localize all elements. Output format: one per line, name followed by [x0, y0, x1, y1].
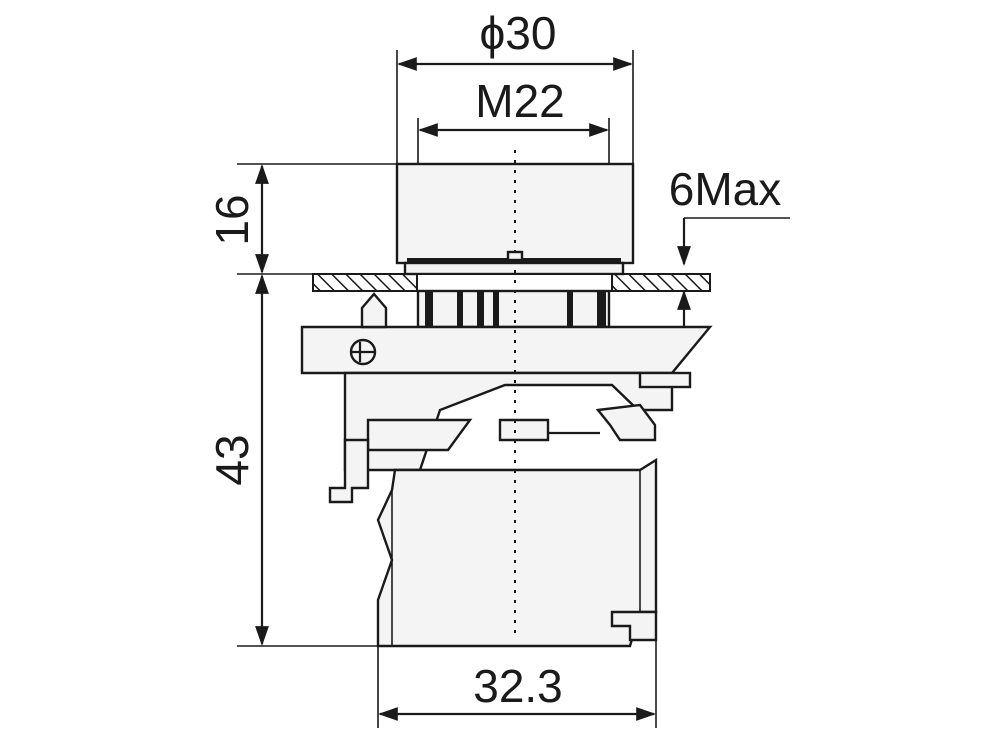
- extension-lines: [237, 50, 790, 728]
- contact-block-body: [376, 457, 658, 648]
- d6max-label: 6Max: [669, 163, 781, 215]
- m22-label: M22: [475, 75, 564, 127]
- mounting-panel: [312, 273, 711, 292]
- contact-mechanism: [328, 371, 692, 504]
- d16-label: 16: [206, 194, 258, 245]
- d32-3-label: 32.3: [473, 660, 563, 712]
- dimension-lines: [255, 57, 691, 721]
- threaded-neck: [416, 289, 611, 329]
- d43-label: 43: [206, 434, 258, 485]
- phi30-label: ϕ30: [480, 7, 557, 59]
